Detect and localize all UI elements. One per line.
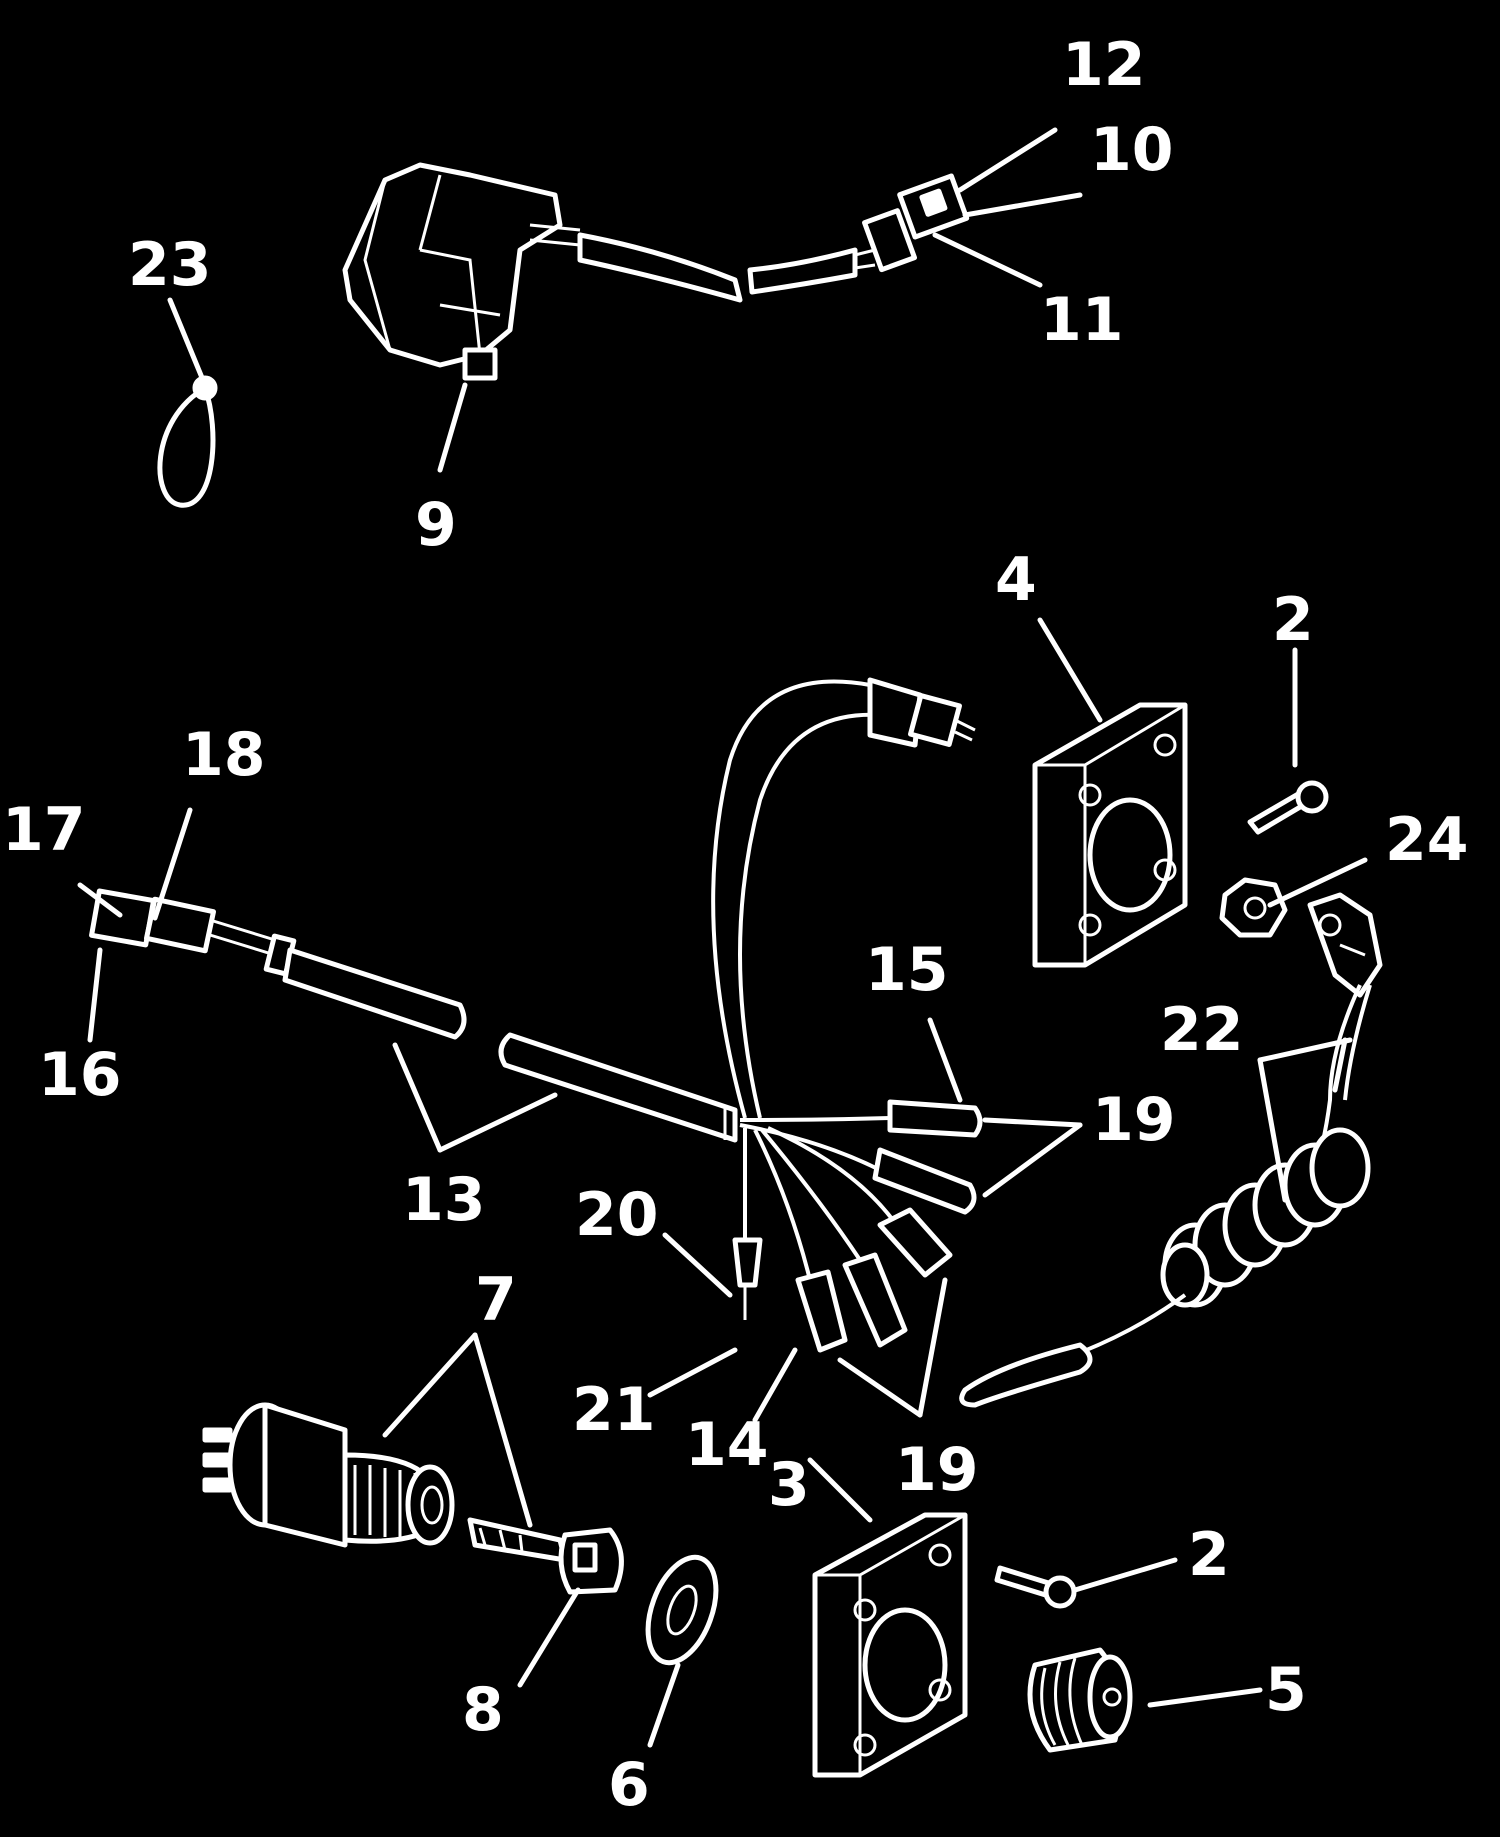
callout-7: 7 [475,1265,517,1335]
callout-2-upper: 2 [1272,585,1314,655]
callout-5: 5 [1265,1655,1307,1725]
callout-14: 14 [685,1410,769,1480]
callout-12: 12 [1062,30,1146,100]
callout-23: 23 [128,230,212,300]
callout-13: 13 [402,1165,486,1235]
callout-2-lower: 2 [1188,1520,1230,1590]
callout-9: 9 [415,490,457,560]
control-module-part [342,162,970,381]
callout-22: 22 [1160,995,1244,1065]
callout-24: 24 [1385,805,1469,875]
leader-lines [77,127,1368,1748]
callout-15: 15 [865,935,949,1005]
key-part [467,1517,624,1595]
callout-17: 17 [2,795,86,865]
washer-part [645,1554,719,1666]
screw-upper-part [1247,780,1329,835]
callout-4: 4 [995,545,1037,615]
loop-clip-part [157,375,218,508]
ignition-switch-part [202,1402,455,1548]
knob-part [1027,1647,1133,1753]
callout-6: 6 [608,1750,650,1820]
wiring-harness-part [89,677,983,1353]
nut-part [1219,877,1288,938]
coil-cord [1160,1127,1371,1308]
callout-21: 21 [572,1375,656,1445]
callout-3: 3 [768,1450,810,1520]
callout-19-upper: 19 [1092,1085,1176,1155]
lanyard-part [959,892,1383,1408]
callout-19-lower: 19 [895,1435,979,1505]
mounting-plate-upper-part [1032,702,1188,968]
callout-11: 11 [1040,285,1124,355]
callout-18: 18 [182,720,266,790]
callout-8: 8 [462,1675,504,1745]
callout-labels: 23 9 12 10 11 4 2 24 17 18 16 15 22 19 1… [2,30,1469,1820]
mounting-plate-lower-part [812,1512,968,1778]
callout-20: 20 [575,1180,659,1250]
callout-16: 16 [38,1040,122,1110]
callout-10: 10 [1090,115,1174,185]
